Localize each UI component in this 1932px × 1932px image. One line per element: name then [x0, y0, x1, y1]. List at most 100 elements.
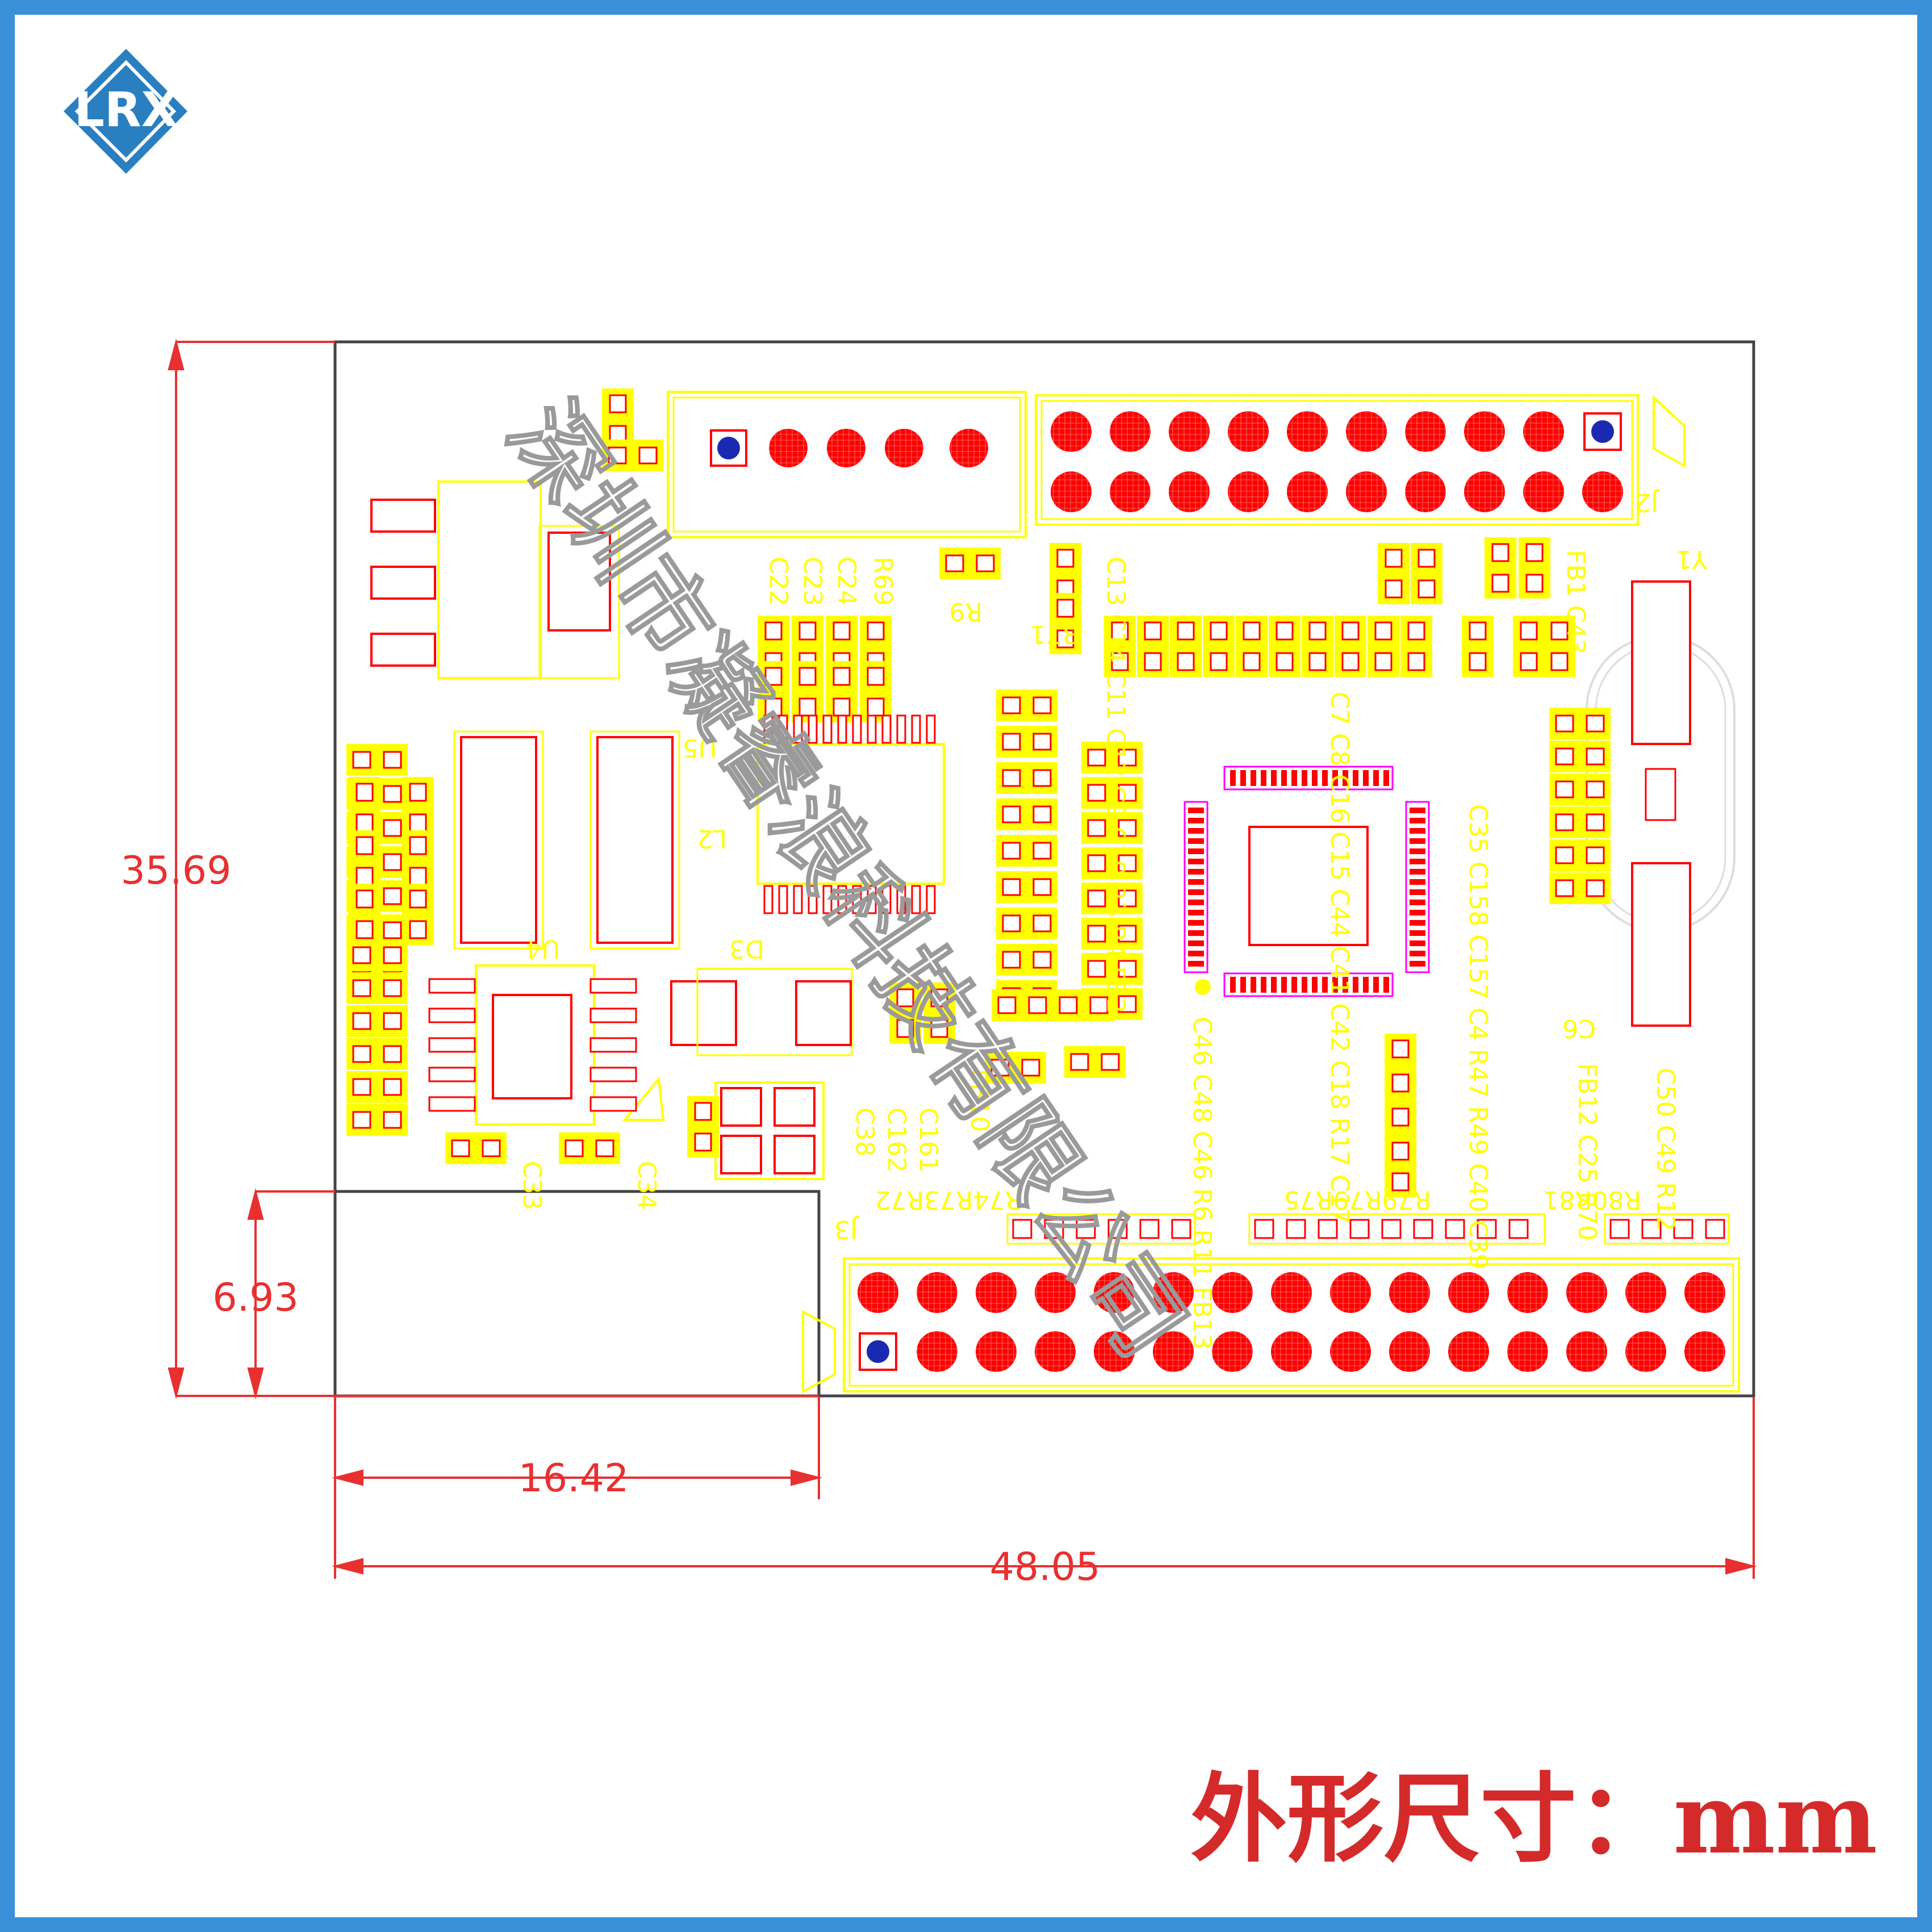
header-pin	[1405, 411, 1446, 452]
unit-note: 外形尺寸：mm	[1190, 1762, 1877, 1876]
header-pin	[1448, 1331, 1489, 1372]
ic-pin	[1410, 828, 1425, 834]
smd-pad	[1139, 1219, 1160, 1239]
ref-c38: C38	[850, 1107, 879, 1157]
smd-pad	[798, 621, 817, 641]
header-pin	[1287, 411, 1328, 452]
ic-pin	[1281, 977, 1287, 993]
ref-fb12: FB12 C25 R70	[1573, 1063, 1601, 1241]
smd-pad	[1032, 696, 1052, 714]
power-section	[370, 480, 945, 1126]
smd-pad	[1118, 748, 1137, 767]
smd-pad	[764, 621, 783, 641]
ic-pin	[1410, 900, 1425, 905]
header-pin	[1287, 471, 1328, 512]
ic-lead	[763, 885, 773, 914]
smd-pad	[1286, 1219, 1306, 1239]
smd-pad	[1469, 621, 1487, 641]
smd-pad	[1002, 951, 1021, 969]
crystal-y1	[1586, 580, 1736, 1027]
header-pin	[917, 1272, 957, 1313]
smd-pad	[1555, 780, 1574, 798]
smd-pad	[1002, 733, 1021, 751]
smd-pad	[1673, 1219, 1693, 1239]
smd-pad	[1056, 599, 1074, 618]
smd-pad	[1144, 652, 1162, 671]
smd-pad	[1413, 1219, 1433, 1239]
resistor-row-outline	[1248, 1213, 1546, 1245]
smd-pad	[1171, 1219, 1191, 1239]
smd-pad	[1555, 714, 1574, 733]
smd-pad	[356, 889, 374, 909]
ic-pin	[1188, 920, 1204, 926]
ic-pin	[1188, 818, 1204, 823]
smd-pad	[1210, 621, 1228, 641]
ic-pin	[1373, 977, 1379, 993]
header-pin	[1051, 471, 1092, 512]
smd-pad	[482, 1139, 501, 1157]
smd-pad	[638, 446, 658, 465]
ic-pin	[1188, 848, 1204, 854]
smd-pad	[945, 554, 964, 572]
smd-pad	[1525, 543, 1544, 562]
smd-pad	[1417, 579, 1436, 599]
ic-pin	[1271, 977, 1277, 993]
ref-r72: R74R73R72	[875, 1185, 1022, 1214]
ic-lead	[763, 714, 773, 744]
smd-pad	[383, 853, 402, 871]
header-pin	[1271, 1272, 1312, 1313]
smd-pad	[1118, 889, 1137, 908]
dimension-height-step: 6.93	[212, 1276, 298, 1320]
smd-pad	[1491, 574, 1509, 593]
smd-pad	[409, 783, 427, 802]
smd-pad	[1118, 960, 1137, 978]
ic-pin	[1188, 951, 1204, 956]
ic-lead	[926, 714, 936, 744]
ref-j2: J2	[1635, 488, 1660, 517]
smd-pad	[1391, 1107, 1410, 1127]
smd-pad	[1032, 951, 1052, 969]
smd-pad	[1044, 1219, 1064, 1239]
header-pin	[1523, 411, 1564, 452]
ic-lead	[911, 714, 921, 744]
smd-pad	[1087, 784, 1106, 802]
smd-pad	[1118, 925, 1137, 943]
smd-pad	[833, 621, 851, 641]
smd-pad	[1586, 780, 1605, 798]
ic-pin	[1322, 770, 1328, 786]
smd-pad	[1089, 996, 1109, 1014]
header-pin	[858, 1272, 898, 1313]
ic-pin	[1312, 770, 1318, 786]
header-pin	[1094, 1331, 1135, 1372]
ref-c33: C33	[517, 1161, 546, 1210]
smd-pad	[1555, 747, 1574, 766]
ic-lead	[589, 1037, 637, 1053]
ic-pin	[1261, 977, 1266, 993]
ref-r71: R71	[1030, 620, 1079, 649]
ref-r69: R69	[868, 557, 897, 606]
ic-pin	[1188, 900, 1204, 905]
ic-lead	[793, 714, 803, 744]
smd-pad	[1445, 1219, 1465, 1239]
smd-pad	[1586, 813, 1605, 831]
ic-lead	[428, 1096, 476, 1112]
smd-pad	[1508, 1219, 1529, 1239]
smd-pad	[1210, 652, 1228, 671]
smd-pad	[1308, 621, 1327, 641]
smd-pad	[1002, 914, 1021, 932]
smd-pad	[1391, 1141, 1410, 1161]
smd-pad	[1555, 813, 1574, 831]
ic-pin	[1251, 770, 1256, 786]
ic-pin	[1410, 869, 1425, 875]
header-pin	[1684, 1331, 1725, 1372]
smd-pad	[1586, 714, 1605, 733]
smd-pad	[352, 1045, 371, 1063]
smd-pad	[383, 887, 402, 905]
mcu-qfp	[1184, 766, 1430, 997]
ic-pin	[1291, 977, 1297, 993]
header-pin	[976, 1331, 1017, 1372]
smd-pad	[1118, 854, 1137, 872]
header-pin	[1389, 1331, 1430, 1372]
ic-pin	[1322, 977, 1328, 993]
header-pin	[1153, 1331, 1194, 1372]
